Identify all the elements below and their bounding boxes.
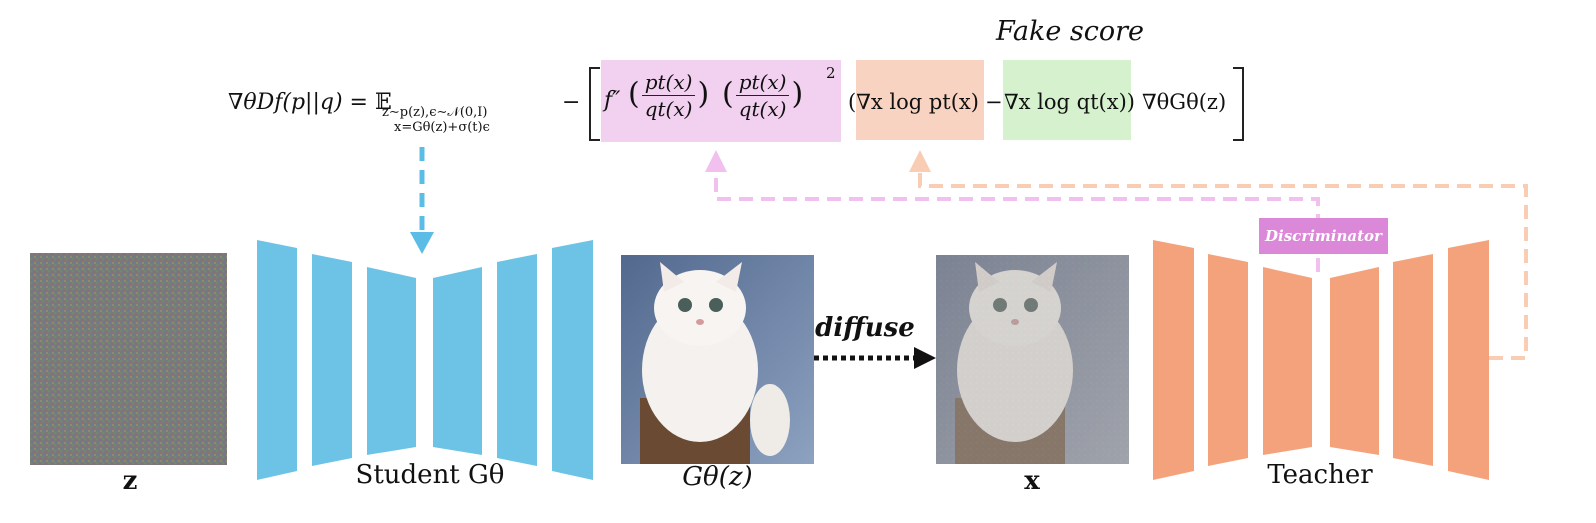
density-ratio-2: (pt(x)qt(x)) — [722, 70, 804, 121]
expectation-subscript-2: x=Gθ(z)+σ(t)ϵ — [394, 120, 490, 135]
score-minus: − — [985, 90, 1003, 114]
pink-arrow-head — [705, 150, 727, 172]
peach-arrow-head — [909, 150, 931, 172]
fake-score-term: ∇x log qt(x)) — [1004, 90, 1135, 114]
student-label: Student Gθ — [355, 460, 505, 490]
real-score-term: (∇x log pt(x) — [848, 90, 979, 114]
left-bracket — [589, 67, 600, 141]
student-network — [257, 240, 593, 480]
noise-label: z — [122, 466, 138, 496]
teacher-label: Teacher — [1267, 460, 1373, 490]
right-bracket — [1233, 67, 1244, 141]
real-score-box — [856, 60, 984, 140]
discriminator-term-box — [601, 60, 841, 142]
noise-image — [30, 253, 227, 465]
teacher-network — [1153, 240, 1489, 480]
diffuse-label: diffuse — [815, 313, 915, 343]
f-double-prime: f″ — [604, 88, 621, 113]
discriminator-tag: Discriminator — [1259, 218, 1388, 254]
square-exponent: 2 — [826, 64, 836, 82]
generated-cat-image — [621, 255, 814, 464]
generated-image-label: Gθ(z) — [682, 462, 753, 492]
generator-gradient-term: ∇θGθ(z) — [1142, 90, 1227, 114]
blue-arrow-head — [410, 232, 434, 254]
expectation-subscript-1: z∼p(z),ϵ∼𝒩(0,I) — [382, 105, 488, 120]
pink-dashed-path — [714, 172, 1320, 272]
fake-score-title: Fake score — [995, 16, 1145, 47]
noisy-cat-image — [936, 255, 1129, 464]
density-ratio-1: (pt(x)qt(x)) — [628, 70, 710, 121]
minus-sign: − — [562, 90, 581, 115]
diffuse-arrow-head — [914, 347, 936, 369]
noisy-image-label: x — [1024, 466, 1040, 496]
peach-dashed-path — [918, 172, 1528, 360]
fake-score-box — [1003, 60, 1131, 140]
equation-lhs: ∇θDf(p||q) = 𝔼 — [228, 90, 392, 115]
